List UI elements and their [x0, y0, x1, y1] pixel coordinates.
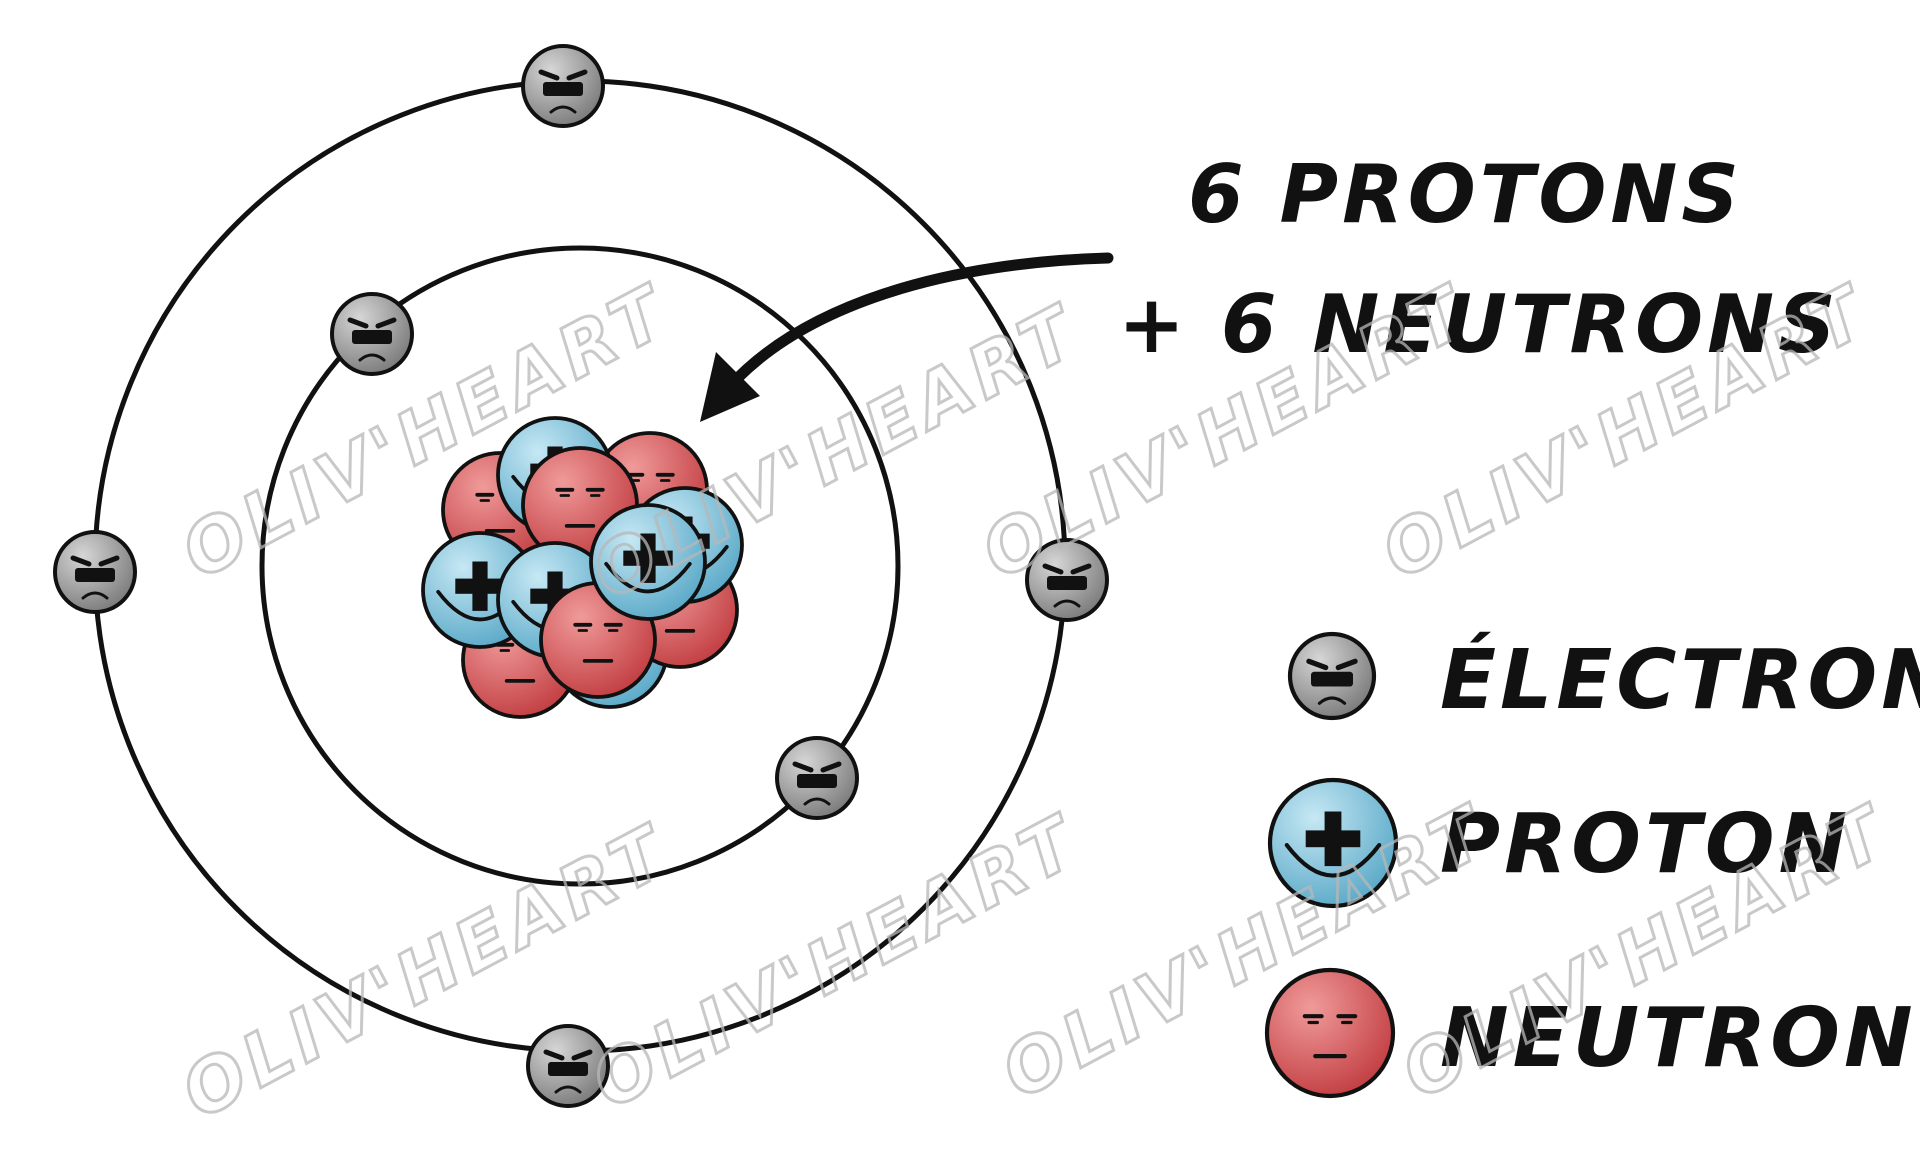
pointer-arrow-icon — [700, 252, 1114, 422]
legend-proton-label: PROTON — [1440, 797, 1851, 892]
legend-neutron-label: NEUTRON — [1440, 991, 1917, 1086]
annotation-line-2: + 6 NEUTRONS — [1118, 278, 1840, 371]
electron-outer-left — [55, 532, 135, 612]
electron-inner-bottomright — [777, 738, 857, 818]
inner-orbit — [259, 245, 901, 887]
legend-electron-icon — [1290, 634, 1374, 718]
legend-electron-label: ÉLECTRON — [1440, 632, 1920, 728]
annotation-line-1: 6 PROTONS — [1188, 148, 1743, 241]
legend: ÉLECTRON PROTON NEUTRON — [1267, 632, 1920, 1096]
electron-outer-top — [523, 46, 603, 126]
electron-inner-topleft — [332, 294, 412, 374]
legend-neutron-icon — [1267, 970, 1393, 1096]
